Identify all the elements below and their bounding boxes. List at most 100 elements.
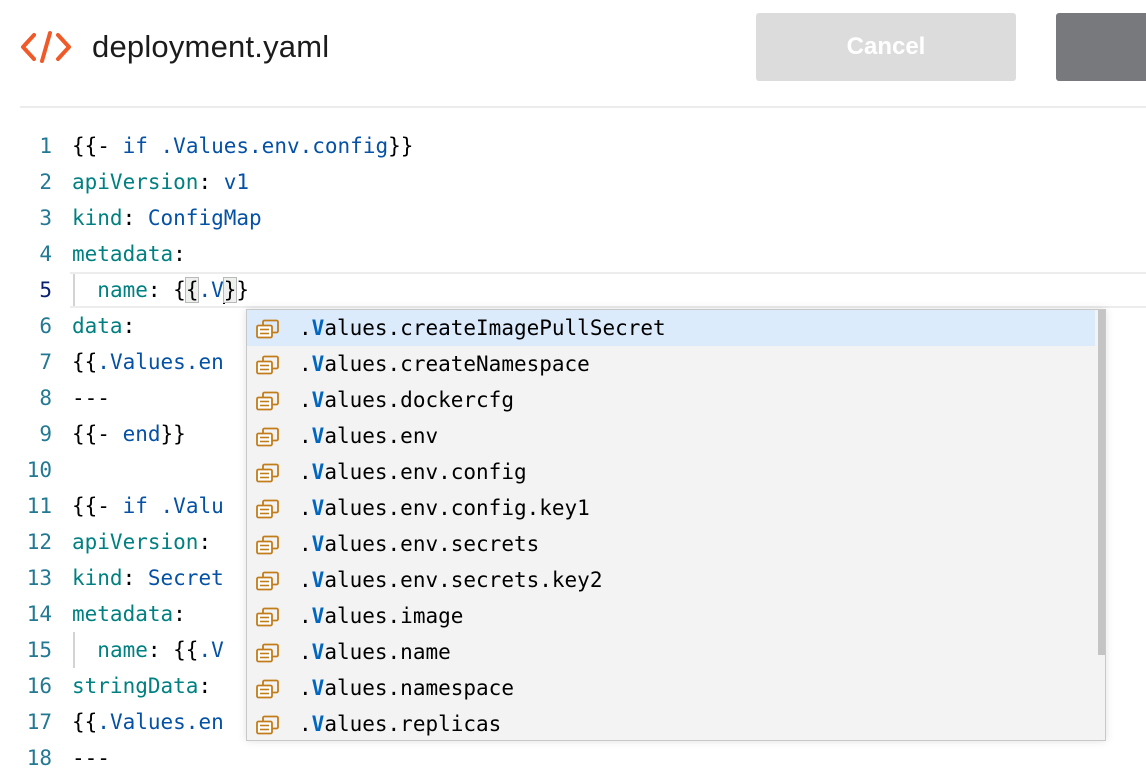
yaml-value: if xyxy=(122,494,148,518)
property-icon xyxy=(255,643,281,663)
suggestion-label: .Values.env.config.key1 xyxy=(299,490,590,526)
suggestion-label: .Values.image xyxy=(299,598,463,634)
property-icon xyxy=(255,607,281,627)
suggestion-item[interactable]: .Values.namespace xyxy=(247,670,1095,706)
suggestion-label-rest: alues.image xyxy=(324,604,464,628)
code-line[interactable]: 5 name: {{.V}} xyxy=(0,272,1146,308)
punctuation xyxy=(72,278,97,302)
suggestion-label-dot: . xyxy=(299,604,312,628)
yaml-key: name xyxy=(97,638,148,662)
yaml-value: Secret xyxy=(147,566,224,590)
autocomplete-suggestion-list[interactable]: .Values.createImagePullSecret.Values.cre… xyxy=(246,309,1106,741)
yaml-key: apiVersion xyxy=(72,170,199,194)
yaml-value: .Values.en xyxy=(97,710,224,734)
property-icon xyxy=(255,391,281,411)
line-number: 12 xyxy=(26,530,52,554)
line-number: 8 xyxy=(39,386,52,410)
punctuation: : xyxy=(198,170,224,194)
indent-guide xyxy=(73,272,75,308)
cancel-button[interactable]: Cancel xyxy=(756,13,1016,81)
code-line[interactable]: 7{{.Values.en xyxy=(0,344,1146,380)
punctuation: {{ xyxy=(72,350,98,374)
code-file-icon xyxy=(20,30,72,64)
suggestion-label: .Values.namespace xyxy=(299,670,514,706)
code-line[interactable]: 1{{- if .Values.env.config}} xyxy=(0,128,1146,164)
matching-bracket: { xyxy=(184,277,200,303)
yaml-value: end xyxy=(122,422,161,446)
suggestion-item[interactable]: .Values.env.config.key1 xyxy=(247,490,1095,526)
code-text: name: {{.V}} xyxy=(72,272,249,308)
suggestion-item[interactable]: .Values.image xyxy=(247,598,1095,634)
file-title: deployment.yaml xyxy=(92,29,330,64)
suggestion-scrollbar-thumb[interactable] xyxy=(1098,310,1105,655)
code-line[interactable]: 9 {{- end}} xyxy=(0,416,1146,452)
header-divider xyxy=(20,106,1146,108)
code-line[interactable]: 18--- xyxy=(0,740,1146,776)
suggestion-label-rest: alues.createNamespace xyxy=(324,352,590,376)
suggestion-label-dot: . xyxy=(299,568,312,592)
line-number: 6 xyxy=(39,314,52,338)
suggestion-label: .Values.env xyxy=(299,418,438,454)
punctuation: : xyxy=(173,602,186,626)
suggestion-label-rest: alues.env.secrets.key2 xyxy=(324,568,603,592)
code-line[interactable]: 11{{- if .Valu xyxy=(0,488,1146,524)
code-line[interactable]: 10 xyxy=(0,452,1146,488)
suggestion-label-dot: . xyxy=(299,712,312,736)
code-text: {{.Values.en xyxy=(72,704,224,740)
suggestion-match-highlight: V xyxy=(311,640,325,664)
punctuation: {{- xyxy=(72,134,123,158)
property-icon xyxy=(255,355,281,375)
suggestion-item[interactable]: .Values.createNamespace xyxy=(247,346,1095,382)
suggestion-label: .Values.dockercfg xyxy=(299,382,514,418)
property-icon xyxy=(255,715,281,735)
indent-guide xyxy=(73,632,75,668)
suggestion-label-rest: alues.env.config.key1 xyxy=(324,496,590,520)
save-button[interactable] xyxy=(1056,13,1146,81)
punctuation: {{ xyxy=(72,710,98,734)
suggestion-item[interactable]: .Values.createImagePullSecret xyxy=(247,310,1095,346)
suggestion-label: .Values.env.secrets xyxy=(299,526,539,562)
suggestion-label-dot: . xyxy=(299,676,312,700)
suggestion-label-rest: alues.env.secrets xyxy=(324,532,540,556)
suggestion-label-dot: . xyxy=(299,388,312,412)
yaml-key: metadata xyxy=(72,602,174,626)
line-number: 10 xyxy=(26,458,52,482)
suggestion-match-highlight: V xyxy=(311,388,325,412)
code-line[interactable]: 8 --- xyxy=(0,380,1146,416)
suggestion-match-highlight: V xyxy=(311,316,325,340)
code-line[interactable]: 17{{.Values.en xyxy=(0,704,1146,740)
line-number: 9 xyxy=(39,422,52,446)
suggestion-item[interactable]: .Values.env.secrets xyxy=(247,526,1095,562)
punctuation xyxy=(148,494,161,518)
property-icon xyxy=(255,535,281,555)
suggestion-label-rest: alues.replicas xyxy=(324,712,502,736)
suggestion-item[interactable]: .Values.env.config xyxy=(247,454,1095,490)
punctuation: }} xyxy=(388,134,414,158)
code-line[interactable]: 15 name: {{.V xyxy=(0,632,1146,668)
suggestion-item[interactable]: .Values.dockercfg xyxy=(247,382,1095,418)
suggestion-label-rest: alues.dockercfg xyxy=(324,388,514,412)
suggestion-item[interactable]: .Values.env xyxy=(247,418,1095,454)
suggestion-scrollbar[interactable] xyxy=(1094,310,1105,740)
suggestion-label: .Values.name xyxy=(299,634,451,670)
line-number: 4 xyxy=(39,242,52,266)
suggestion-item[interactable]: .Values.env.secrets.key2 xyxy=(247,562,1095,598)
suggestion-label-dot: . xyxy=(299,460,312,484)
suggestion-label-dot: . xyxy=(299,496,312,520)
punctuation: --- xyxy=(72,386,110,410)
matching-bracket: } xyxy=(222,277,238,303)
code-text: {{- end}} xyxy=(72,416,186,452)
yaml-key: kind xyxy=(72,206,123,230)
suggestion-item[interactable]: .Values.name xyxy=(247,634,1095,670)
code-text: {{- if .Values.env.config}} xyxy=(72,128,413,164)
suggestion-item[interactable]: .Values.replicas xyxy=(247,706,1095,740)
suggestion-label-rest: alues.namespace xyxy=(324,676,514,700)
